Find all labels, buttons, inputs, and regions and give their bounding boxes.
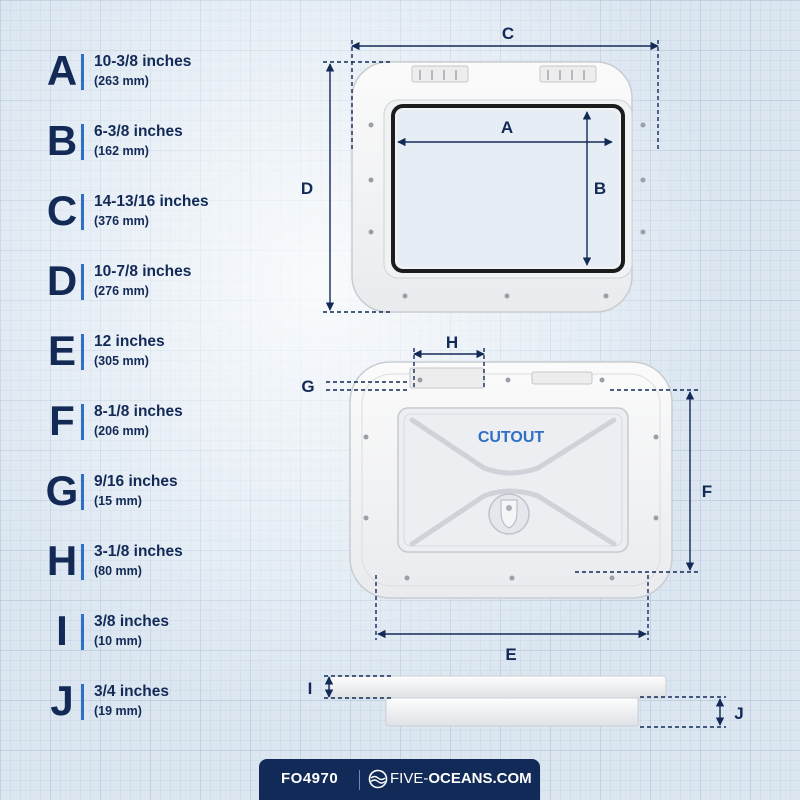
five-oceans-logo-icon (368, 769, 388, 789)
spec-letter: I (56, 607, 68, 654)
spec-divider (81, 404, 84, 440)
dim-label-c: C (502, 24, 514, 43)
spec-divider (81, 194, 84, 230)
spec-mm: (263 mm) (94, 74, 149, 88)
dim-label-g: G (301, 377, 314, 396)
spec-mm: (10 mm) (94, 634, 142, 648)
spec-mm: (206 mm) (94, 424, 149, 438)
spec-mm: (305 mm) (94, 354, 149, 368)
hatch-side-profile (329, 675, 667, 727)
spec-mm: (376 mm) (94, 214, 149, 228)
spec-row-h: H 3-1/8 inches (80 mm) (44, 538, 294, 588)
spec-divider (81, 124, 84, 160)
dimension-lines (323, 40, 726, 728)
spec-divider (81, 474, 84, 510)
spec-inches: 3/4 inches (94, 683, 169, 700)
spec-divider (81, 54, 84, 90)
spec-inches: 6-3/8 inches (94, 123, 183, 140)
dim-label-h: H (446, 333, 458, 352)
spec-inches: 14-13/16 inches (94, 193, 209, 210)
brand-website-suffix: OCEANS.COM (428, 770, 532, 787)
spec-row-e: E 12 inches (305 mm) (44, 328, 294, 378)
brand-website-prefix: FIVE- (390, 770, 429, 787)
spec-divider (81, 614, 84, 650)
spec-row-c: C 14-13/16 inches (376 mm) (44, 188, 294, 238)
spec-row-j: J 3/4 inches (19 mm) (44, 678, 294, 728)
spec-row-a: A 10-3/8 inches (263 mm) (44, 48, 294, 98)
product-code: FO4970 (281, 770, 339, 787)
cutout-label: CUTOUT (478, 429, 545, 446)
hatch-frame-top-view (351, 61, 646, 313)
brand-footer: FO4970 FIVE-OCEANS.COM (259, 759, 540, 800)
spec-divider (81, 544, 84, 580)
spec-inches: 12 inches (94, 333, 165, 350)
spec-row-i: I 3/8 inches (10 mm) (44, 608, 294, 658)
spec-inches: 3-1/8 inches (94, 543, 183, 560)
spec-letter: C (46, 187, 78, 234)
spec-inches: 10-7/8 inches (94, 263, 192, 280)
spec-divider (81, 264, 84, 300)
dim-label-b: B (594, 179, 606, 198)
spec-inches: 9/16 inches (94, 473, 178, 490)
footer-divider (359, 770, 360, 790)
hatch-lid-bottom-view: CUTOUT (349, 361, 673, 599)
spec-row-b: B 6-3/8 inches (162 mm) (44, 118, 294, 168)
spec-mm: (80 mm) (94, 564, 142, 578)
dim-label-f: F (702, 482, 712, 501)
dim-label-e: E (505, 645, 516, 664)
dim-label-j: J (734, 704, 743, 723)
dim-label-a: A (501, 118, 513, 137)
spec-mm: (19 mm) (94, 704, 142, 718)
spec-mm: (162 mm) (94, 144, 149, 158)
dim-label-d: D (301, 179, 313, 198)
spec-letter: J (50, 677, 74, 724)
dim-label-i: I (308, 679, 313, 698)
spec-row-g: G 9/16 inches (15 mm) (44, 468, 294, 518)
spec-letter: A (46, 47, 78, 94)
spec-letter: H (46, 537, 78, 584)
spec-mm: (276 mm) (94, 284, 149, 298)
brand-website: FIVE-OCEANS.COM (390, 770, 532, 787)
hatch-dimension-diagram: CUTOUT (301, 24, 744, 728)
spec-row-d: D 10-7/8 inches (276 mm) (44, 258, 294, 308)
spec-letter: E (47, 327, 76, 374)
spec-row-f: F 8-1/8 inches (206 mm) (44, 398, 294, 448)
spec-letter: F (49, 397, 75, 444)
spec-letter: D (46, 257, 78, 304)
spec-divider (81, 334, 84, 370)
spec-inches: 10-3/8 inches (94, 53, 192, 70)
spec-letter: G (45, 467, 79, 514)
spec-inches: 3/8 inches (94, 613, 169, 630)
spec-mm: (15 mm) (94, 494, 142, 508)
spec-divider (81, 684, 84, 720)
spec-letter: B (46, 117, 78, 164)
spec-inches: 8-1/8 inches (94, 403, 183, 420)
